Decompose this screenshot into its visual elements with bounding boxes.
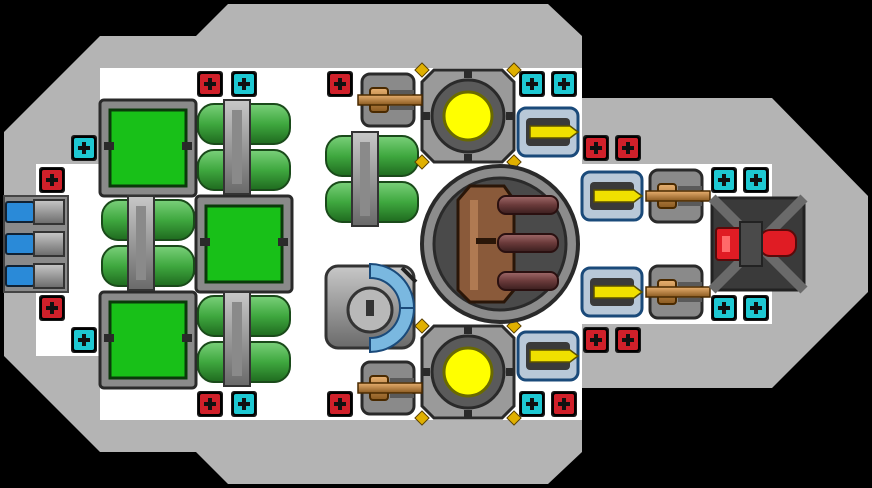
laser-cannon-icon	[593, 285, 644, 299]
cyan-connector-node[interactable]	[743, 295, 769, 321]
red-connector-icon	[622, 142, 634, 154]
railgun-group	[357, 72, 711, 416]
red-connector-node[interactable]	[615, 135, 641, 161]
laser-cannon[interactable]	[516, 330, 580, 382]
red-connector-icon	[334, 78, 346, 90]
laser-group	[516, 106, 644, 382]
cryo-tank[interactable]	[197, 99, 291, 195]
cyan-connector-icon	[78, 142, 90, 154]
cyan-connector-node[interactable]	[711, 167, 737, 193]
laser-cannon[interactable]	[516, 106, 580, 158]
cyan-connector-node[interactable]	[71, 327, 97, 353]
cyan-connector-node[interactable]	[519, 391, 545, 417]
railgun[interactable]	[357, 72, 423, 128]
cyan-connector-node[interactable]	[743, 167, 769, 193]
missile-launcher[interactable]	[708, 194, 808, 294]
cyan-connector-node[interactable]	[231, 391, 257, 417]
cyan-connector-node[interactable]	[711, 295, 737, 321]
red-connector-icon	[590, 334, 602, 346]
laser-cannon[interactable]	[580, 266, 644, 318]
laser-cannon-icon	[593, 189, 644, 203]
battery-module[interactable]	[98, 290, 198, 390]
reactor[interactable]	[414, 62, 522, 170]
red-connector-node[interactable]	[197, 71, 223, 97]
red-connector-node[interactable]	[583, 135, 609, 161]
cyan-connector-icon	[78, 334, 90, 346]
red-connector-icon	[558, 398, 570, 410]
green-battery-icon	[108, 108, 188, 188]
cyan-connector-node[interactable]	[519, 71, 545, 97]
cyan-connector-node[interactable]	[231, 71, 257, 97]
red-connector-icon	[46, 174, 58, 186]
cyan-connector-icon	[750, 302, 762, 314]
battery-module[interactable]	[194, 194, 294, 294]
railgun-icon	[645, 190, 711, 202]
missile-launcher-icon	[715, 221, 797, 267]
red-connector-node[interactable]	[551, 391, 577, 417]
red-connector-node[interactable]	[39, 167, 65, 193]
railgun[interactable]	[357, 360, 423, 416]
main-turret[interactable]	[420, 164, 580, 324]
railgun[interactable]	[645, 264, 711, 320]
cryo-tank[interactable]	[101, 195, 195, 291]
cyan-connector-node[interactable]	[71, 135, 97, 161]
red-connector-icon	[204, 78, 216, 90]
yellow-reactor-icon	[442, 346, 494, 398]
triple-barrel-turret-icon	[456, 184, 559, 304]
battery-module[interactable]	[98, 98, 198, 198]
cyan-connector-icon	[558, 78, 570, 90]
red-connector-node[interactable]	[327, 391, 353, 417]
connector-nodes	[39, 71, 769, 417]
cyan-connector-icon	[526, 398, 538, 410]
tank-group	[101, 99, 419, 387]
laser-cannon-icon	[529, 349, 580, 363]
red-connector-node[interactable]	[583, 327, 609, 353]
cyan-connector-icon	[526, 78, 538, 90]
cyan-connector-icon	[750, 174, 762, 186]
cyan-connector-icon	[718, 174, 730, 186]
green-battery-icon	[204, 204, 284, 284]
cyan-connector-icon	[718, 302, 730, 314]
railgun-icon	[645, 286, 711, 298]
red-connector-icon	[46, 302, 58, 314]
cryo-tank[interactable]	[197, 291, 291, 387]
thruster-stack[interactable]	[3, 195, 69, 293]
reactor-group	[414, 62, 522, 426]
laser-cannon[interactable]	[580, 170, 644, 222]
yellow-reactor-icon	[442, 90, 494, 142]
green-battery-icon	[108, 300, 188, 380]
red-connector-icon	[334, 398, 346, 410]
railgun-icon	[357, 94, 423, 106]
red-connector-node[interactable]	[327, 71, 353, 97]
laser-cannon-icon	[529, 125, 580, 139]
red-connector-node[interactable]	[39, 295, 65, 321]
cryo-tank[interactable]	[325, 131, 419, 227]
thruster-icon	[5, 199, 65, 289]
reactor[interactable]	[414, 318, 522, 426]
battery-group	[98, 98, 294, 390]
red-connector-node[interactable]	[197, 391, 223, 417]
railgun[interactable]	[645, 168, 711, 224]
cyan-connector-node[interactable]	[551, 71, 577, 97]
red-connector-icon	[622, 334, 634, 346]
red-connector-node[interactable]	[615, 327, 641, 353]
cyan-connector-icon	[238, 398, 250, 410]
red-connector-icon	[590, 142, 602, 154]
red-connector-icon	[204, 398, 216, 410]
railgun-icon	[357, 382, 423, 394]
cyan-connector-icon	[238, 78, 250, 90]
shield-generator[interactable]	[324, 262, 418, 354]
